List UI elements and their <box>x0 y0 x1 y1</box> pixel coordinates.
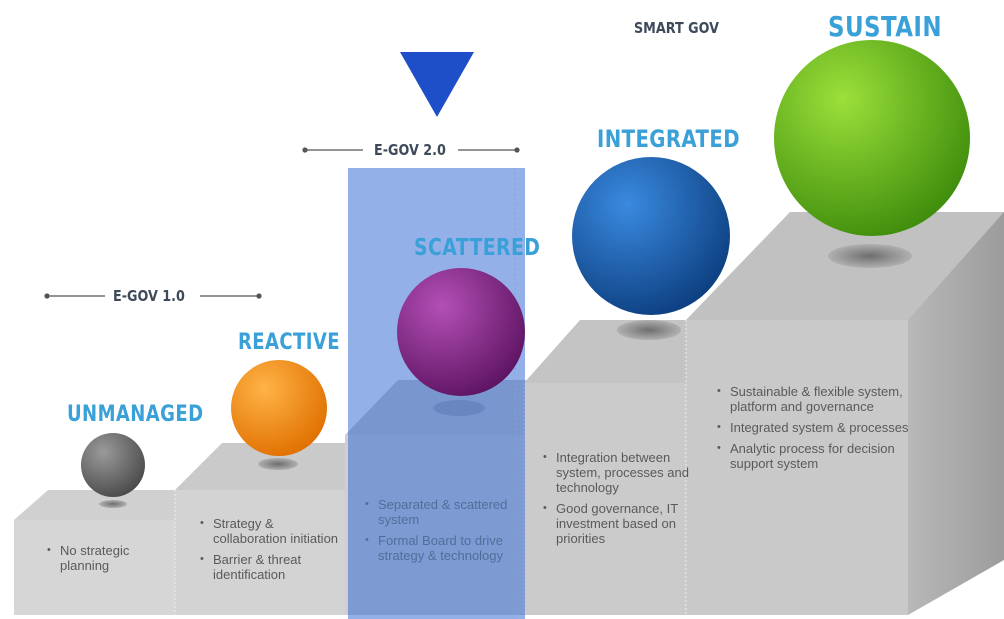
sphere-scattered <box>397 268 525 396</box>
bullet-item: Formal Board to drive strategy & technol… <box>365 533 528 563</box>
bullets-reactive: Strategy & collaboration initiation Barr… <box>199 516 348 588</box>
bullet-item: Sustainable & flexible system, platform … <box>717 384 910 414</box>
bullet-item: Analytic process for decision support sy… <box>717 441 910 471</box>
bullets-scattered: Separated & scattered system Formal Boar… <box>364 497 528 569</box>
bullets-sustain: Sustainable & flexible system, platform … <box>716 384 910 477</box>
bullet-item: Separated & scattered system <box>365 497 528 527</box>
egov2-arrow <box>302 147 520 153</box>
bullet-item: Integration between system, processes an… <box>543 450 696 495</box>
stage-label-sustain: SUSTAIN <box>828 10 942 43</box>
sphere-reactive <box>231 360 327 456</box>
shadow <box>433 400 485 416</box>
current-stage-marker <box>400 52 474 117</box>
step-5-side <box>908 212 1004 615</box>
sphere-integrated <box>572 157 730 315</box>
stage-label-integrated: INTEGRATED <box>597 125 740 153</box>
shadow <box>258 458 298 470</box>
stage-label-scattered: SCATTERED <box>414 235 541 261</box>
egov1-arrow <box>44 293 262 299</box>
era-label-smart-gov: SMART GOV <box>634 19 719 37</box>
stage-label-reactive: REACTIVE <box>238 330 341 355</box>
sphere-sustain <box>774 40 970 236</box>
stage-label-unmanaged: UNMANAGED <box>67 402 204 427</box>
bullet-item: Barrier & threat identification <box>200 552 348 582</box>
step-4-front <box>524 383 686 615</box>
era-label-egov2: E-GOV 2.0 <box>374 141 446 159</box>
bullet-item: No strategic planning <box>47 543 170 573</box>
sphere-unmanaged <box>81 433 145 497</box>
bullet-item: Integrated system & processes <box>717 420 910 435</box>
shadow <box>828 244 912 268</box>
bullets-unmanaged: No strategic planning <box>46 543 170 579</box>
bullet-item: Strategy & collaboration initiation <box>200 516 348 546</box>
bullets-integrated: Integration between system, processes an… <box>542 450 696 552</box>
shadow <box>617 320 681 340</box>
step-1-top <box>14 490 180 520</box>
step-5-top <box>686 212 1004 320</box>
shadow <box>99 500 127 508</box>
bullet-item: Good governance, IT investment based on … <box>543 501 696 546</box>
era-label-egov1: E-GOV 1.0 <box>113 287 185 305</box>
